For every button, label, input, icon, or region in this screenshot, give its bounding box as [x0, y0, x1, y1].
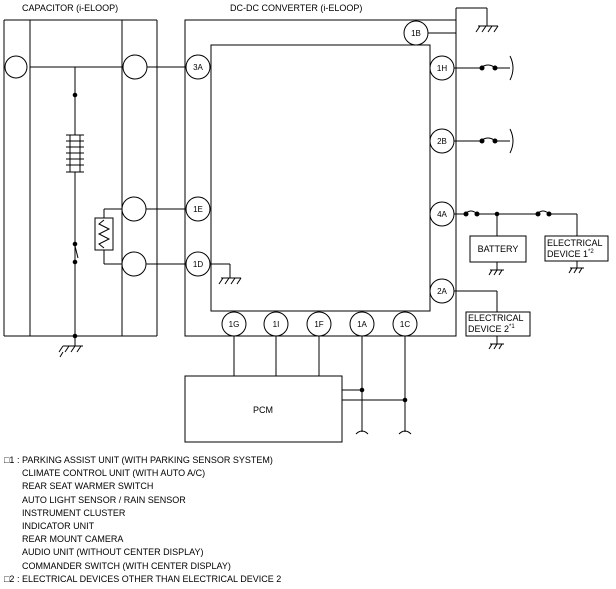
- capacitor-connector-left: [4, 55, 28, 79]
- footnote-1-line: REAR MOUNT CAMERA: [22, 534, 124, 545]
- pin-2b-label: 2B: [437, 137, 447, 146]
- pin-1e: [185, 196, 211, 222]
- capacitor-unit: [3, 19, 158, 358]
- capacitor-connector-3a-side: [122, 54, 148, 80]
- pcm-box: [184, 375, 343, 443]
- device-2-footnote-mark: *1: [509, 324, 515, 330]
- footnote-1-line: INDICATOR UNIT: [22, 521, 95, 532]
- pin-1h-label: 1H: [437, 64, 447, 73]
- footnote-1-line: PARKING ASSIST UNIT (WITH PARKING SENSOR…: [22, 455, 273, 465]
- device-2-line2: DEVICE 2: [468, 324, 509, 334]
- pin-1d: [185, 251, 211, 277]
- footnote-2-mark: □2 :: [4, 573, 20, 584]
- footnotes: □1 :PARKING ASSIST UNIT (WITH PARKING SE…: [4, 454, 612, 586]
- electrical-device-2-box: [465, 311, 531, 337]
- pin-1i-label: 1I: [273, 320, 280, 329]
- capacitor-title: CAPACITOR (i-ELOOP): [22, 3, 118, 13]
- pin-1b-label: 1B: [411, 29, 421, 38]
- footnote-1-line: REAR SEAT WARMER SWITCH: [22, 481, 154, 492]
- device-2-line1: ELECTRICAL: [468, 313, 524, 323]
- pin-3a: [185, 54, 211, 80]
- footnote-1-line: CLIMATE CONTROL UNIT (WITH AUTO A/C): [22, 468, 206, 479]
- pin-1c-label: 1C: [400, 320, 410, 329]
- device-1-line1: ELECTRICAL: [547, 238, 603, 248]
- pin-3a-label: 3A: [193, 63, 203, 72]
- capacitor-bank-symbol: [66, 134, 84, 173]
- wiring-diagram: CAPACITOR (i-ELOOP) DC-DC CONVERTER (i-E…: [3, 3, 609, 443]
- footnote-1-line: AUDIO UNIT (WITHOUT CENTER DISPLAY): [22, 547, 204, 558]
- capacitor-connector-1d-side: [121, 251, 147, 277]
- footnote-1-line: COMMANDER SWITCH (WITH CENTER DISPLAY): [22, 560, 231, 571]
- device-1-footnote-mark: *2: [588, 249, 594, 255]
- pin-1f-label: 1F: [314, 320, 323, 329]
- converter-title: DC-DC CONVERTER (i-ELOOP): [230, 3, 362, 13]
- pin-1d-label: 1D: [193, 260, 203, 269]
- capacitor-connector-1e-side: [121, 196, 147, 222]
- pcm-label: PCM: [253, 405, 273, 415]
- dc-dc-converter: [184, 19, 457, 337]
- pin-1a-label: 1A: [357, 320, 367, 329]
- pin-4a-label: 4A: [437, 210, 447, 219]
- footnote-2-line: ELECTRICAL DEVICES OTHER THAN ELECTRICAL…: [22, 573, 282, 584]
- pin-1g-label: 1G: [229, 320, 240, 329]
- pin-1e-label: 1E: [193, 205, 203, 214]
- device-1-line2: DEVICE 1: [547, 249, 588, 259]
- svg-text:DEVICE 2*1: DEVICE 2*1: [468, 324, 515, 334]
- battery-box: [469, 235, 527, 263]
- svg-text:DEVICE 1*2: DEVICE 1*2: [547, 249, 594, 259]
- pin-2a-label: 2A: [437, 287, 447, 296]
- battery-label: BATTERY: [478, 244, 519, 254]
- footnote-1-line: AUTO LIGHT SENSOR / RAIN SENSOR: [22, 494, 186, 505]
- thermistor: [94, 217, 114, 251]
- ground-symbol: [58, 345, 83, 358]
- footnote-1-line: INSTRUMENT CLUSTER: [22, 507, 126, 518]
- footnote-1-mark: □1 :: [4, 455, 20, 465]
